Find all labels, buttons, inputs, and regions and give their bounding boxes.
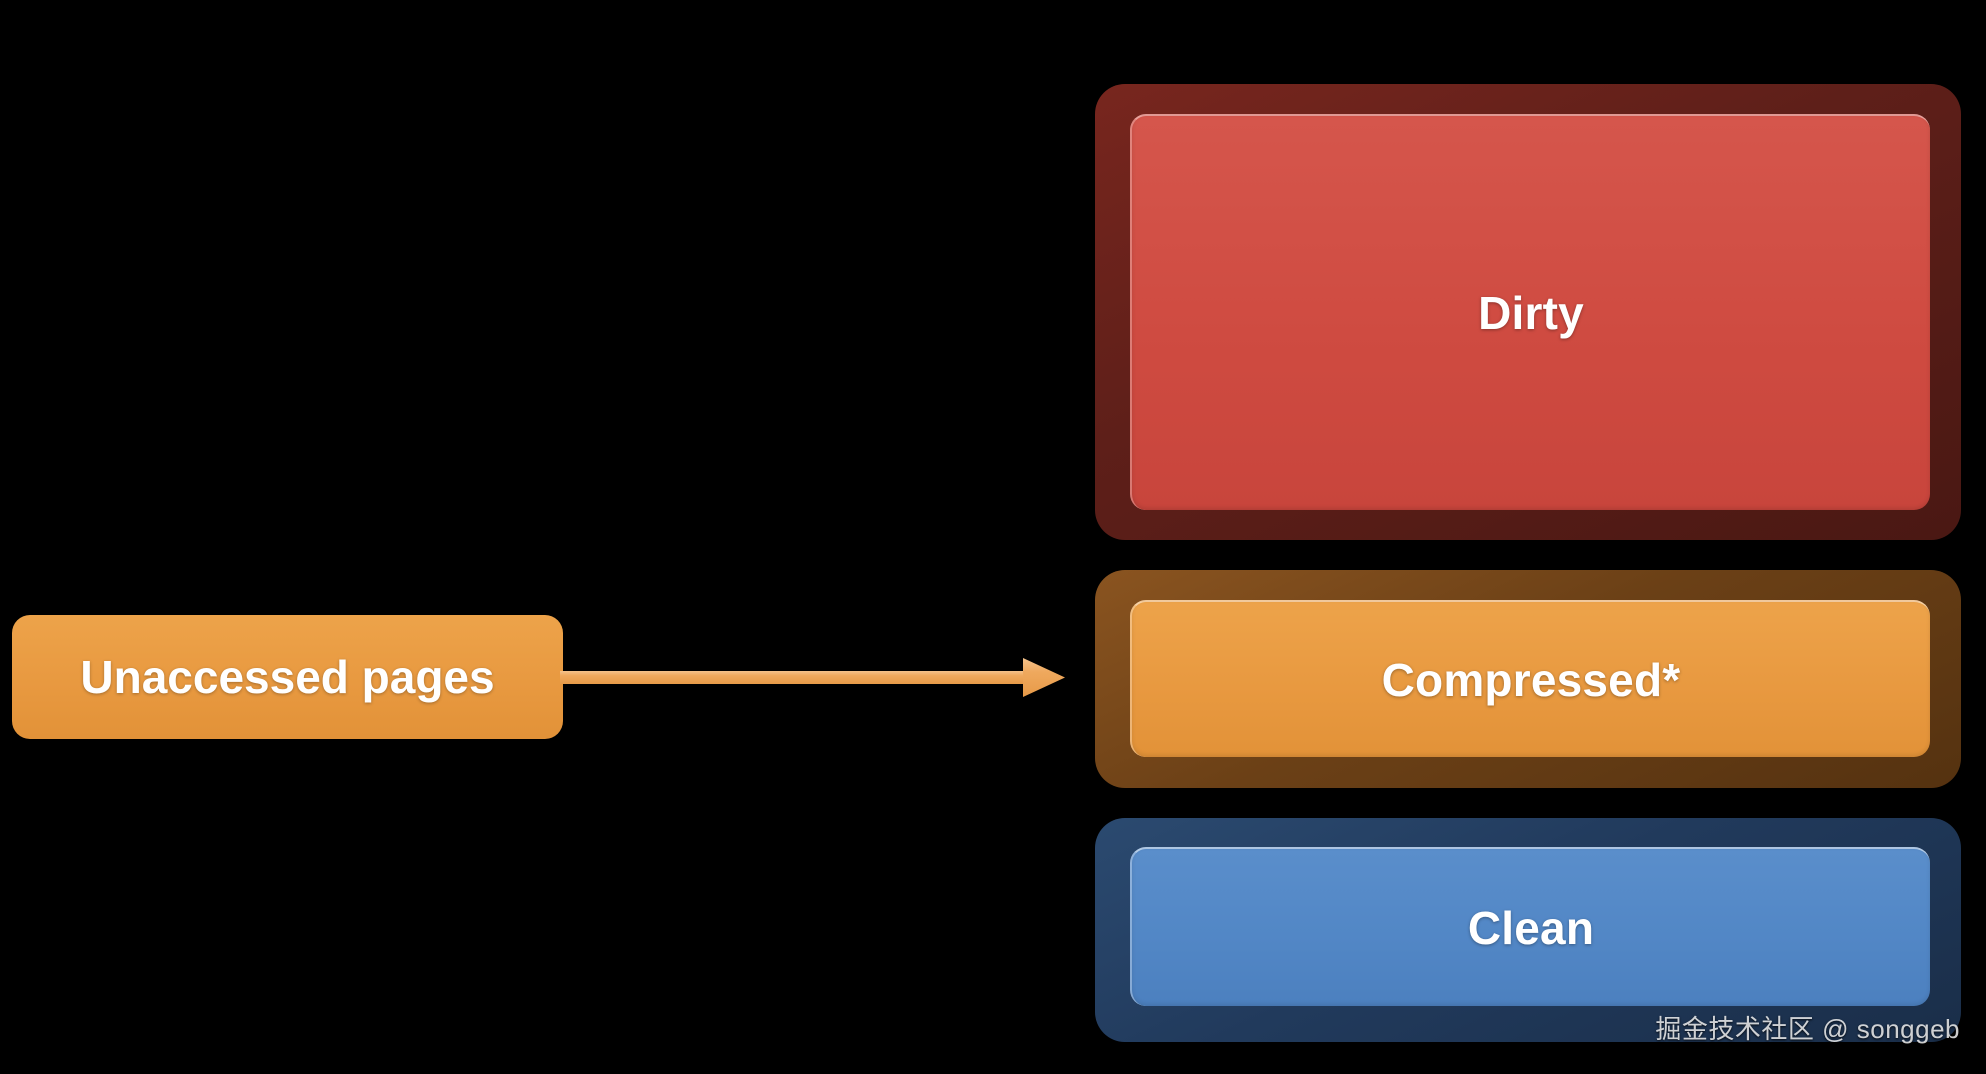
compressed-label: Compressed*: [1381, 653, 1681, 706]
clean-box[interactable]: Clean: [1130, 847, 1930, 1006]
unaccessed-pages-label: Unaccessed pages: [80, 651, 495, 703]
dirty-label: Dirty: [1478, 287, 1584, 339]
clean-label: Clean: [1467, 901, 1595, 954]
dirty-box[interactable]: Dirty: [1130, 114, 1930, 510]
unaccessed-pages-box[interactable]: Unaccessed pages: [12, 615, 563, 739]
compressed-box[interactable]: Compressed*: [1130, 600, 1930, 757]
watermark-text: 掘金技术社区 @ songgeb: [1655, 1014, 1960, 1044]
flow-arrow-icon: [560, 658, 1065, 697]
